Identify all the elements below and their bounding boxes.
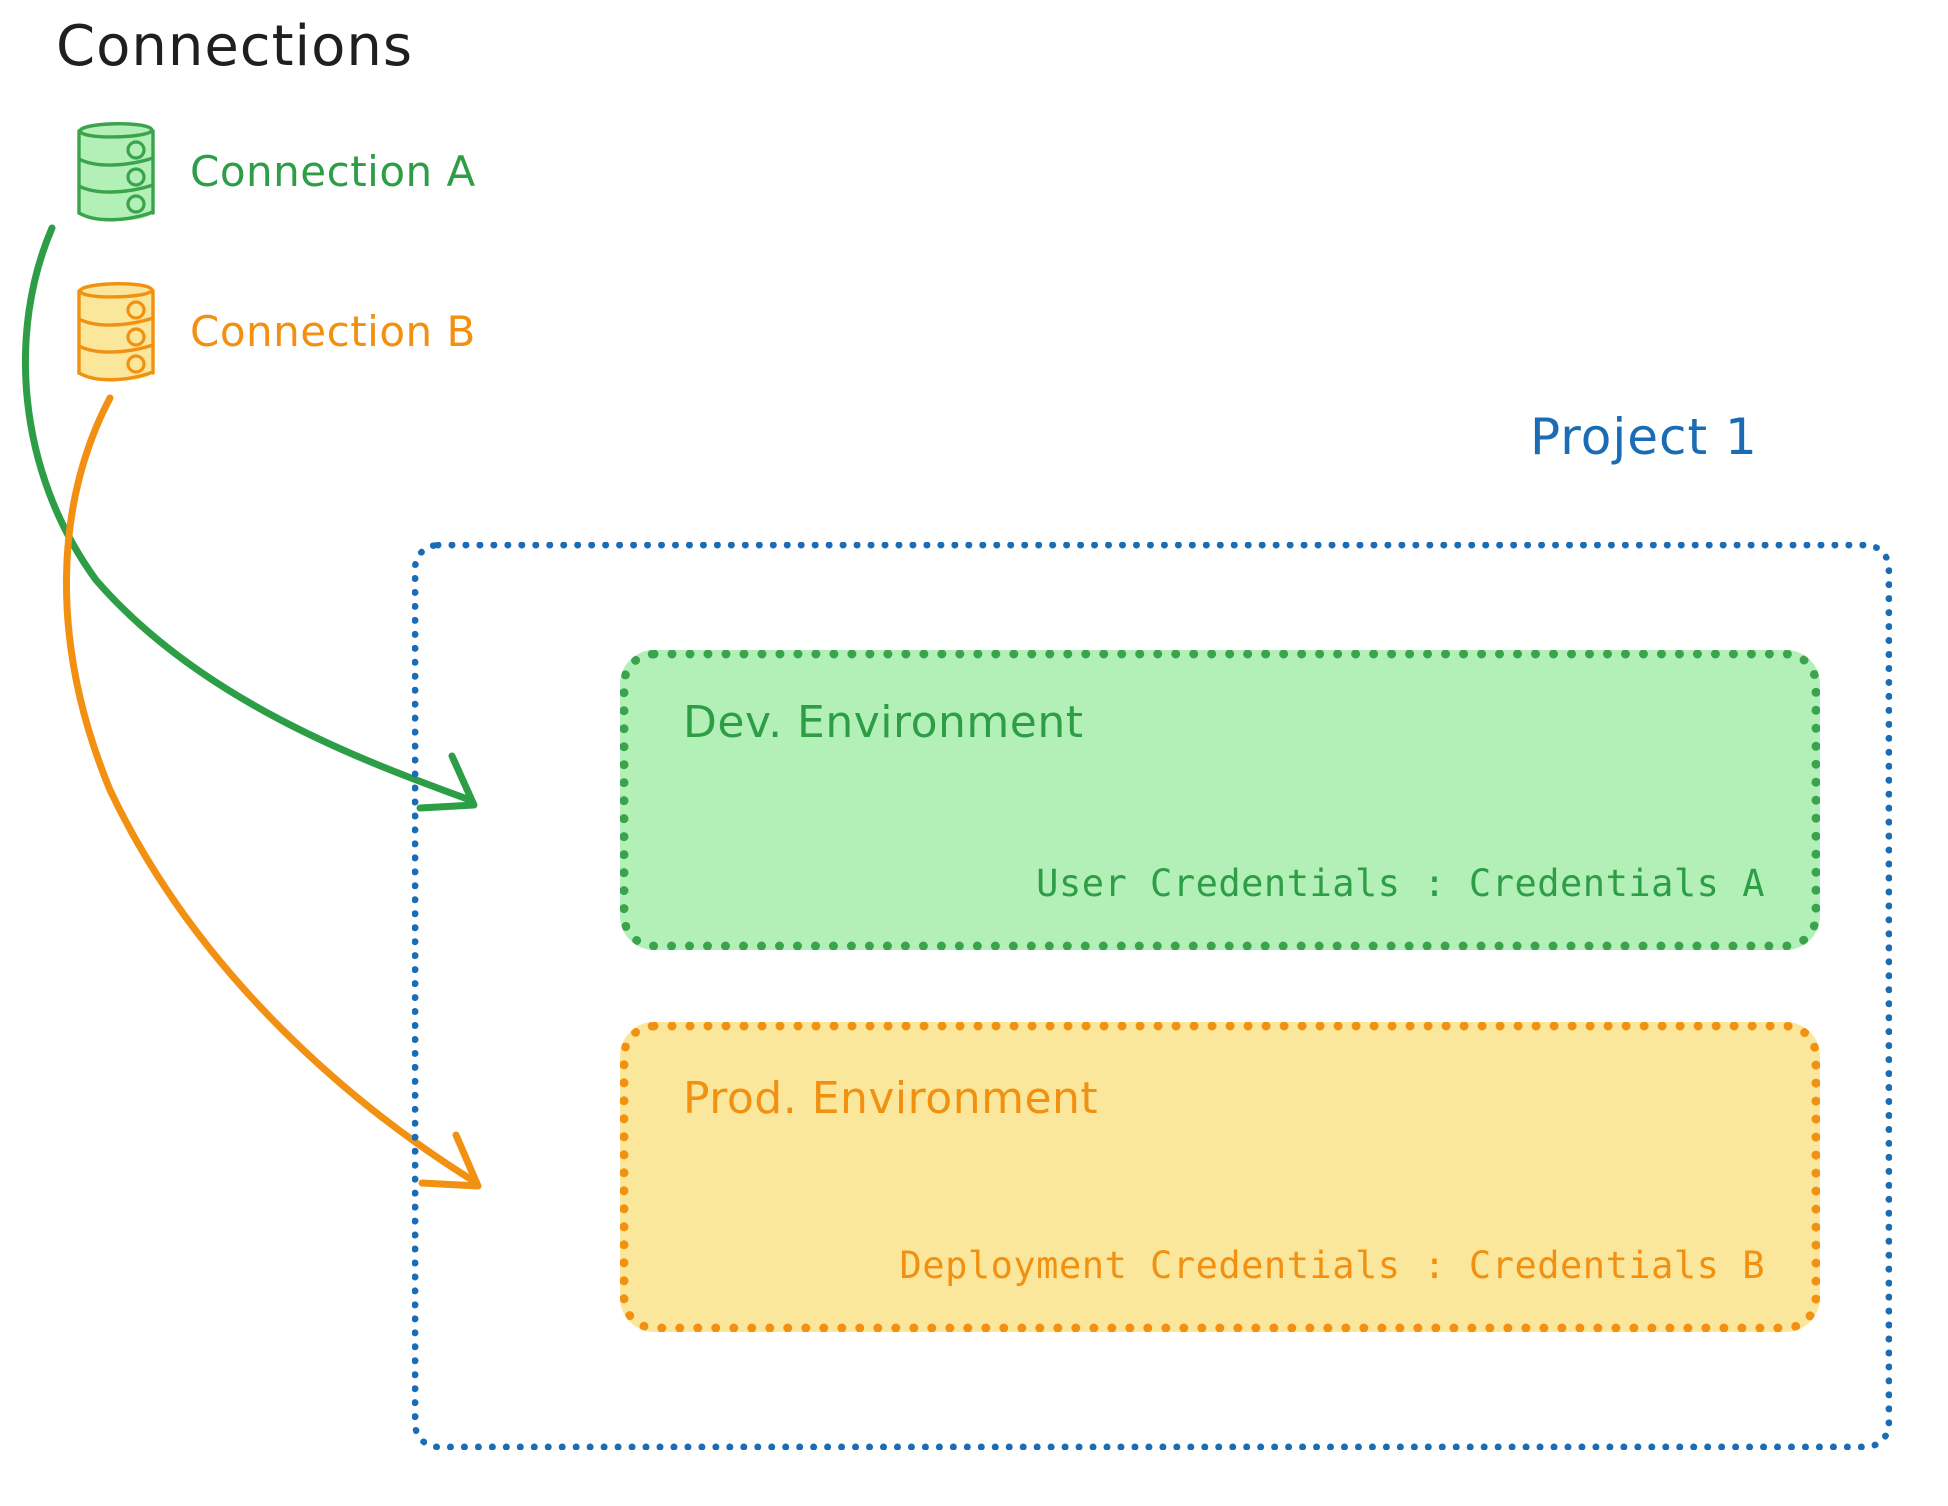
connection-label-a: Connection A bbox=[190, 146, 476, 196]
dev-environment-credentials: User Credentials : Credentials A bbox=[1036, 862, 1765, 905]
prod-environment-title: Prod. Environment bbox=[683, 1073, 1099, 1124]
prod-environment-credentials: Deployment Credentials : Credentials B bbox=[899, 1244, 1765, 1287]
edge-connection-b-to-prod bbox=[62, 394, 482, 1190]
connection-item-b[interactable]: Connection B bbox=[68, 272, 476, 390]
connection-item-a[interactable]: Connection A bbox=[68, 112, 476, 230]
dev-environment-box[interactable]: Dev. Environment User Credentials : Cred… bbox=[620, 650, 1820, 950]
project-boundary bbox=[412, 542, 1892, 1450]
database-icon bbox=[77, 122, 155, 222]
dev-environment-title: Dev. Environment bbox=[683, 697, 1084, 748]
project-title: Project 1 bbox=[1530, 408, 1758, 466]
prod-environment-box[interactable]: Prod. Environment Deployment Credentials… bbox=[620, 1022, 1820, 1332]
edge-connection-a-to-dev bbox=[21, 224, 478, 812]
page-title: Connections bbox=[56, 14, 414, 79]
connection-label-b: Connection B bbox=[190, 306, 476, 356]
database-icon bbox=[77, 282, 155, 382]
